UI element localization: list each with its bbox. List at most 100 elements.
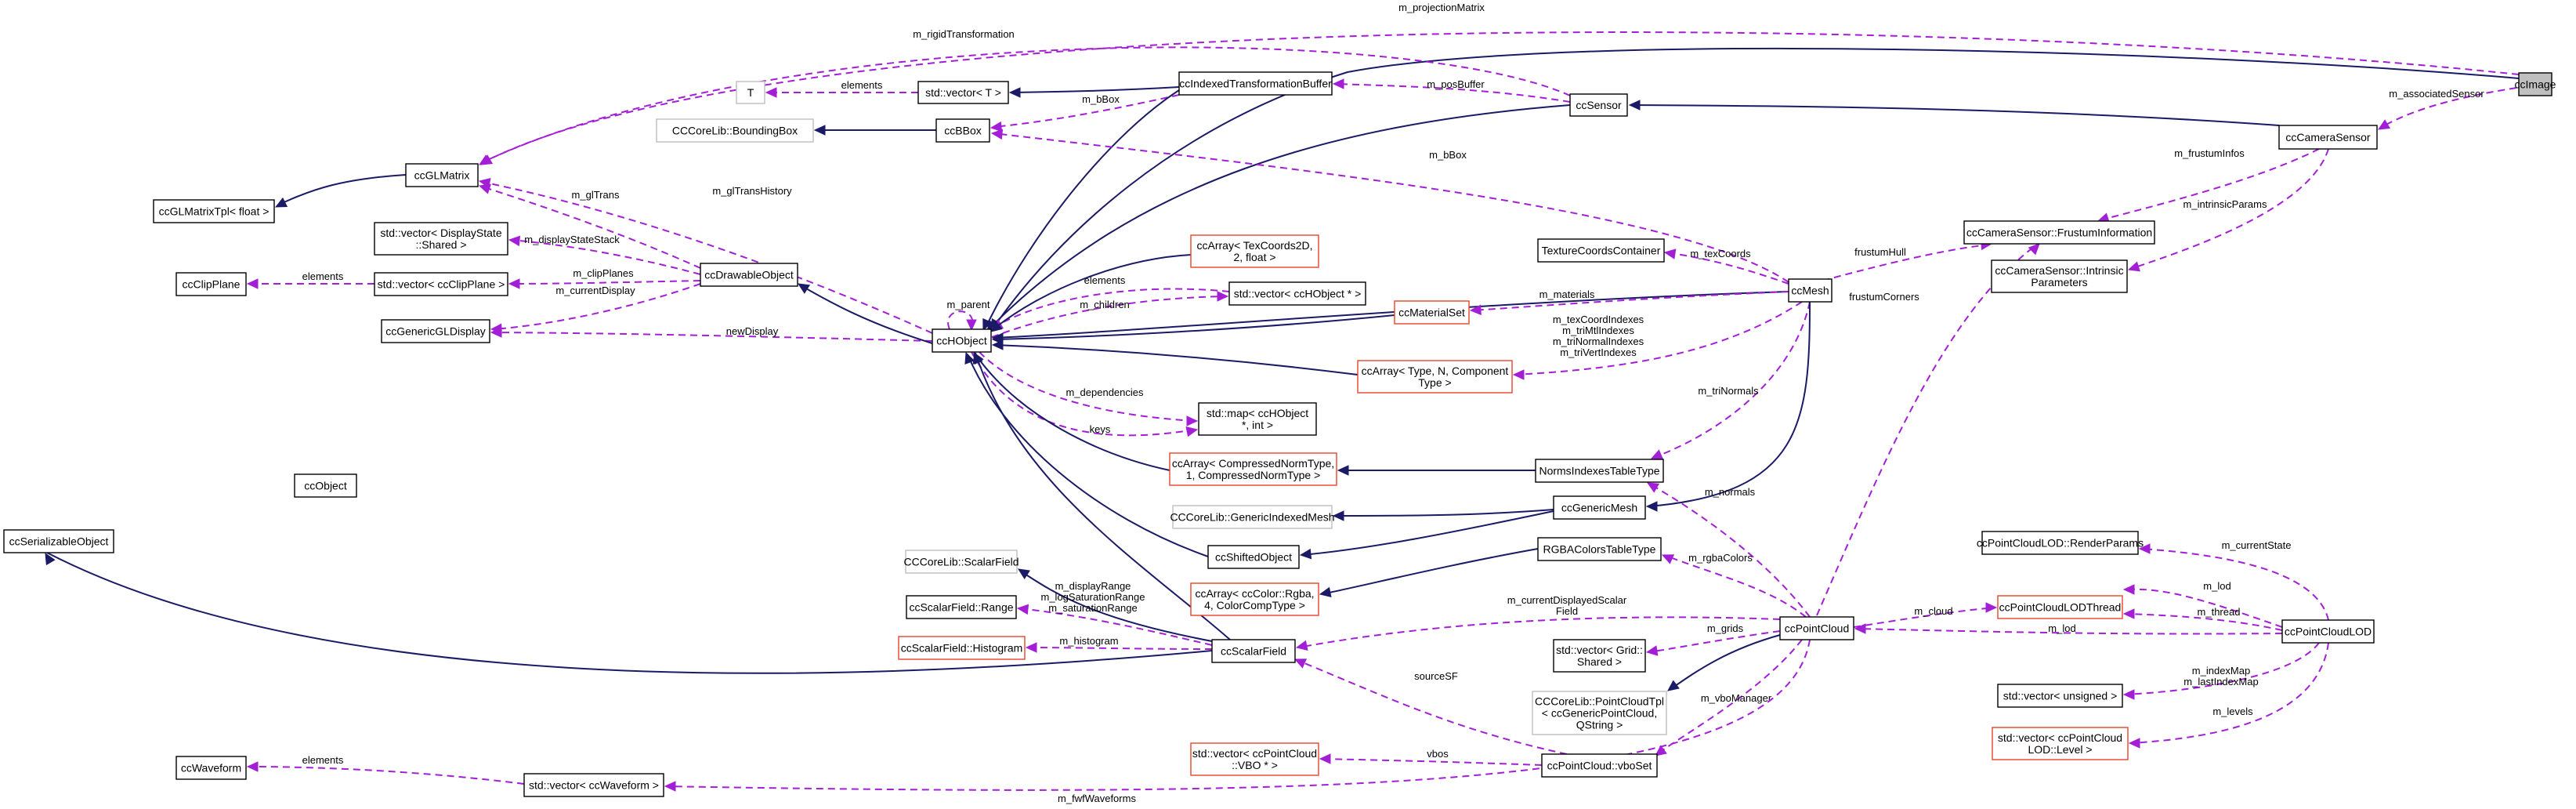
node-stdVectorUnsigned[interactable]: std::vector< unsigned > xyxy=(1997,684,2123,708)
node-ccGLMatrix[interactable]: ccGLMatrix xyxy=(405,163,479,187)
node-ccDrawableObject[interactable]: ccDrawableObject xyxy=(700,263,798,287)
edge-line xyxy=(993,254,1192,330)
node-FrustumInformation[interactable]: ccCameraSensor::FrustumInformation xyxy=(1963,220,2155,245)
edge-label: m_thread xyxy=(2198,606,2241,618)
edge-e24: m_children xyxy=(991,291,1229,338)
node-ScalarFieldCore[interactable]: CCCoreLib::ScalarField xyxy=(903,550,1019,574)
edge-line xyxy=(993,291,1789,339)
arrowhead-icon xyxy=(1663,249,1677,259)
edge-e28 xyxy=(991,314,1395,345)
node-RenderParams[interactable]: ccPointCloudLOD::RenderParams xyxy=(1977,531,2144,555)
node-ccWaveform[interactable]: ccWaveform xyxy=(175,756,247,780)
node-box xyxy=(1537,537,1662,561)
node-RGBAColorsTableType[interactable]: RGBAColorsTableType xyxy=(1537,537,1662,561)
edge-label: vbos xyxy=(1427,748,1449,760)
node-stdVectorHObject[interactable]: std::vector< ccHObject * > xyxy=(1228,281,1366,306)
edge-line xyxy=(971,351,1196,437)
arrowhead-icon xyxy=(1332,510,1344,521)
node-label: TextureCoordsContainer xyxy=(1542,245,1661,257)
node-box xyxy=(736,81,765,104)
edge-line xyxy=(1471,291,1789,311)
node-stdVectorClipPlane[interactable]: std::vector< ccClipPlane > xyxy=(374,272,508,296)
node-ccArrayColor[interactable]: ccArray< ccColor::Rgba,4, ColorCompType … xyxy=(1190,582,1319,616)
node-ccMaterialSet[interactable]: ccMaterialSet xyxy=(1394,300,1470,325)
edge-line xyxy=(1321,758,1543,766)
arrowhead-icon xyxy=(1650,449,1664,459)
node-box xyxy=(935,118,990,143)
node-ccGenericMesh[interactable]: ccGenericMesh xyxy=(1553,495,1646,520)
node-ccGLMatrixTpl[interactable]: ccGLMatrixTpl< float > xyxy=(153,199,275,223)
node-box xyxy=(1992,727,2129,760)
arrowhead-icon xyxy=(1295,640,1308,651)
node-vboSet[interactable]: ccPointCloud::vboSet xyxy=(1541,753,1658,778)
node-box xyxy=(1207,545,1300,569)
node-box xyxy=(381,319,490,343)
node-label: ccScalarField::Histogram xyxy=(901,642,1023,655)
edge-line xyxy=(277,174,407,206)
edge-e26: m_dependencies xyxy=(979,351,1199,426)
node-stdVectorVBO[interactable]: std::vector< ccPointCloud::VBO * > xyxy=(1190,742,1319,776)
edge-line xyxy=(46,552,1213,674)
node-ccCameraSensor[interactable]: ccCameraSensor xyxy=(2278,125,2378,150)
node-label: CCCoreLib::GenericIndexedMesh xyxy=(1170,511,1334,524)
node-box xyxy=(374,272,508,296)
node-ccObject[interactable]: ccObject xyxy=(294,473,357,498)
node-ccImage[interactable]: ccImage xyxy=(2515,72,2556,96)
arrowhead-icon xyxy=(1469,304,1482,316)
node-ccSerializableObject[interactable]: ccSerializableObject xyxy=(3,529,114,553)
node-ccShiftedObject[interactable]: ccShiftedObject xyxy=(1207,545,1300,569)
node-ccPointCloudLOD[interactable]: ccPointCloudLOD xyxy=(2281,619,2375,644)
node-ccPointCloudLODThread[interactable]: ccPointCloudLODThread xyxy=(1997,595,2123,619)
edge-e10: m_bBox xyxy=(990,93,1180,132)
node-NormsIndexesTableType[interactable]: NormsIndexesTableType xyxy=(1535,459,1664,483)
node-ccScalarFieldHistogram[interactable]: ccScalarField::Histogram xyxy=(898,636,1026,660)
node-label: std::vector< Grid::Shared > xyxy=(1556,644,1643,668)
edge-e39 xyxy=(1337,465,1536,476)
node-ccGenericGLDisplay[interactable]: ccGenericGLDisplay xyxy=(381,319,490,343)
node-ccArrayTexCoords[interactable]: ccArray< TexCoords2D,2, float > xyxy=(1190,234,1319,268)
edge-line xyxy=(481,186,701,269)
node-ccClipPlane[interactable]: ccClipPlane xyxy=(175,272,247,296)
edge-label: m_lod xyxy=(2203,580,2230,592)
node-GenericIndexedMesh[interactable]: CCCoreLib::GenericIndexedMesh xyxy=(1170,505,1335,529)
node-ccArrayNorm[interactable]: ccArray< CompressedNormType,1, Compresse… xyxy=(1169,452,1337,486)
node-ccScalarFieldRange[interactable]: ccScalarField::Range xyxy=(906,595,1017,619)
node-stdVectorWaveform[interactable]: std::vector< ccWaveform > xyxy=(523,773,664,797)
node-ccBBox[interactable]: ccBBox xyxy=(935,118,990,143)
node-ccIndexedTransformationBuffer[interactable]: ccIndexedTransformationBuffer xyxy=(1178,71,1333,96)
node-ccPointCloud[interactable]: ccPointCloud xyxy=(1779,616,1854,640)
edge-e46 xyxy=(45,552,1213,674)
node-stdVectorGrid[interactable]: std::vector< Grid::Shared > xyxy=(1553,639,1646,673)
node-box xyxy=(1779,616,1854,640)
arrowhead-icon xyxy=(964,351,975,365)
node-BoundingBox[interactable]: CCCoreLib::BoundingBox xyxy=(656,118,814,143)
node-label: ccGenericGLDisplay xyxy=(385,325,486,338)
node-ccMesh[interactable]: ccMesh xyxy=(1788,278,1833,303)
node-stdVectorDisplayState[interactable]: std::vector< DisplayState::Shared > xyxy=(374,222,508,256)
node-label: ccGenericMesh xyxy=(1561,502,1637,514)
edge-line xyxy=(1334,83,1571,103)
arrowhead-icon xyxy=(972,351,983,365)
node-box xyxy=(405,163,479,187)
node-ccSensor[interactable]: ccSensor xyxy=(1569,93,1628,117)
node-T[interactable]: T xyxy=(736,81,765,104)
node-PointCloudTpl[interactable]: CCCoreLib::PointCloudTpl< ccGenericPoint… xyxy=(1532,691,1667,735)
edge-line xyxy=(993,344,1359,375)
arrowhead-icon xyxy=(246,278,259,289)
edge-line xyxy=(1652,301,1811,459)
edge-line xyxy=(1648,301,1811,507)
edge-line xyxy=(1856,628,2283,635)
node-ccScalarField[interactable]: ccScalarField xyxy=(1211,639,1296,663)
node-box xyxy=(1981,531,2139,555)
edge-label: m_bBox xyxy=(1082,93,1120,105)
node-TextureCoordsContainer[interactable]: TextureCoordsContainer xyxy=(1537,238,1665,263)
edge-label: m_currentState xyxy=(2222,539,2292,551)
node-ccHObject[interactable]: ccHObject xyxy=(932,328,992,353)
node-stdVectorT[interactable]: std::vector< T > xyxy=(917,81,1009,104)
edge-line xyxy=(2130,642,2329,744)
node-stdMapHObject[interactable]: std::map< ccHObject*, int > xyxy=(1198,402,1317,436)
